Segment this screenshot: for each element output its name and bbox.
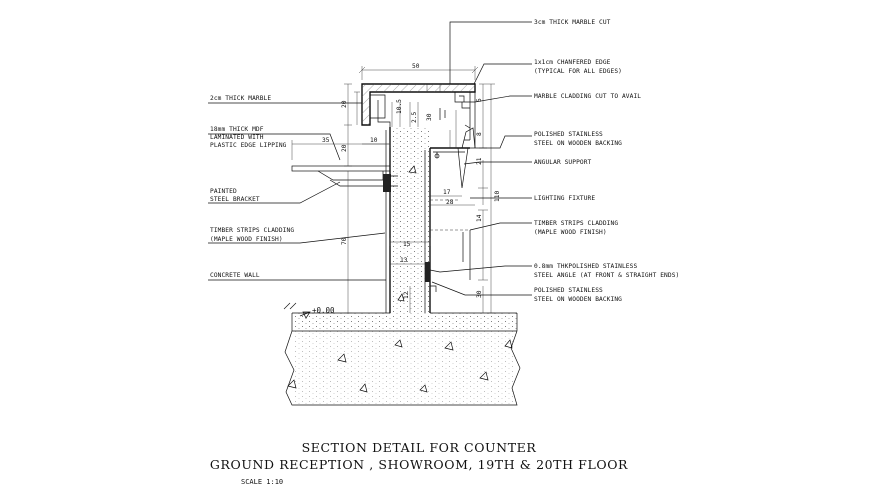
callout-cladding-cut: MARBLE CLADDING CUT TO AVAIL bbox=[534, 93, 641, 100]
dim-10: 10 bbox=[370, 137, 378, 144]
dim-2-5: 2.5 bbox=[411, 112, 418, 123]
dim-12: 12 bbox=[403, 291, 410, 299]
callout-bracket-2: STEEL BRACKET bbox=[210, 196, 260, 203]
callout-mdf-3: PLASTIC EDGE LIPPING bbox=[210, 142, 287, 149]
callout-mdf-2: LAMINATED WITH bbox=[210, 134, 264, 141]
callout-polished-1b: STEEL ON WOODEN BACKING bbox=[534, 140, 622, 147]
level-marker: +0.00 bbox=[312, 306, 335, 315]
dimension-lines bbox=[291, 66, 495, 314]
dim-15: 15 bbox=[403, 241, 411, 248]
right-callouts: 3cm THICK MARBLE CUT 1x1cm CHANFERED EDG… bbox=[534, 19, 679, 303]
dim-20a: 20 bbox=[341, 100, 348, 108]
dim-13: 13 bbox=[400, 257, 408, 264]
drawing-scale: SCALE 1:10 bbox=[241, 478, 283, 486]
dim-30b: 30 bbox=[476, 290, 483, 298]
callout-polished-2b: STEEL ON WOODEN BACKING bbox=[534, 296, 622, 303]
left-callouts: 2cm THICK MARBLE 18mm THICK MDF LAMINATE… bbox=[210, 95, 294, 279]
dim-35: 35 bbox=[322, 137, 330, 144]
mdf-shelf bbox=[291, 165, 398, 192]
callout-timber-left-1: TIMBER STRIPS CLADDING bbox=[210, 227, 294, 234]
dim-21: 21 bbox=[476, 157, 483, 165]
counter-front-panel bbox=[425, 124, 476, 292]
callout-timber-right-2: (MAPLE WOOD FINISH) bbox=[534, 229, 607, 236]
dim-5: 5 bbox=[476, 98, 483, 102]
foundation-slab bbox=[283, 302, 521, 406]
callout-lighting-fixture: LIGHTING FIXTURE bbox=[534, 195, 595, 202]
callout-chamfer-line2: (TYPICAL FOR ALL EDGES) bbox=[534, 68, 622, 75]
callout-chamfer-line1: 1x1cm CHANFERED EDGE bbox=[534, 59, 611, 66]
dim-top-width: 50 bbox=[412, 63, 420, 70]
dim-30: 30 bbox=[426, 113, 433, 121]
callout-bracket-1: PAINTED bbox=[210, 188, 237, 195]
dim-14: 14 bbox=[476, 214, 483, 222]
leader-lines bbox=[208, 21, 532, 319]
dim-110: 110 bbox=[494, 191, 501, 202]
dim-17: 17 bbox=[443, 189, 451, 196]
drawing-subtitle: GROUND RECEPTION , SHOWROOM, 19TH & 20TH… bbox=[210, 457, 628, 472]
callout-marble-cut: 3cm THICK MARBLE CUT bbox=[534, 19, 611, 26]
callout-angular-support: ANGULAR SUPPORT bbox=[534, 159, 592, 166]
callout-timber-right-1: TIMBER STRIPS CLADDING bbox=[534, 220, 618, 227]
title-block: SECTION DETAIL FOR COUNTER GROUND RECEPT… bbox=[210, 440, 628, 486]
callout-timber-left-2: (MAPLE WOOD FINISH) bbox=[210, 236, 283, 243]
callout-angle-2: STEEL ANGLE (AT FRONT & STRAIGHT ENDS) bbox=[534, 272, 679, 279]
dimension-text: 50 10.5 20 2.5 30 35 10 15 17 28 13 12 2… bbox=[312, 63, 501, 315]
callout-polished-1a: POLISHED STAINLESS bbox=[534, 131, 603, 138]
dim-20b: 20 bbox=[341, 144, 348, 152]
callout-mdf-1: 18mm THICK MDF bbox=[210, 126, 264, 133]
dim-8: 8 bbox=[476, 132, 483, 136]
dim-marble-h: 10.5 bbox=[396, 99, 403, 114]
callout-angle-1: 0.8mm THKPOLISHED STAINLESS bbox=[534, 263, 637, 270]
callout-concrete-wall: CONCRETE WALL bbox=[210, 272, 260, 279]
dim-28: 28 bbox=[446, 199, 454, 206]
callout-polished-2a: POLISHED STAINLESS bbox=[534, 287, 603, 294]
drawing-title: SECTION DETAIL FOR COUNTER bbox=[302, 440, 537, 455]
concrete-wall-stem bbox=[385, 127, 431, 331]
callout-marble-2cm: 2cm THICK MARBLE bbox=[210, 95, 271, 102]
dim-70: 70 bbox=[341, 237, 348, 245]
marble-counter-top bbox=[361, 83, 476, 148]
